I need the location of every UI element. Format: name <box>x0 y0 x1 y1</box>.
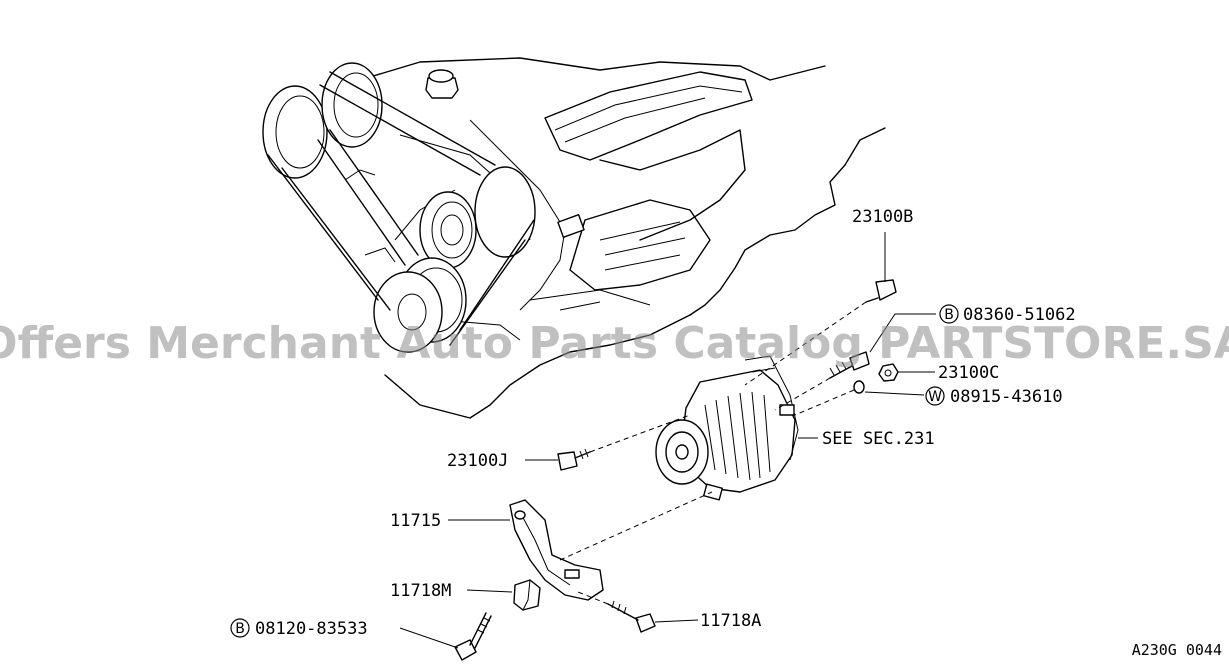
callout-prefix: B <box>944 307 954 323</box>
callout-08120-83533[interactable]: B 08120-83533 <box>230 618 368 639</box>
assembly-lines <box>559 301 867 605</box>
callout-23100c[interactable]: 23100C <box>938 363 999 383</box>
callout-number: 08915-43610 <box>950 387 1063 407</box>
washer-symbol-icon <box>925 386 945 406</box>
callout-23100b[interactable]: 23100B <box>852 207 913 227</box>
bracket-11715 <box>509 499 604 601</box>
bolt-symbol-icon <box>939 304 959 324</box>
bolt-08360-51062 <box>829 351 870 379</box>
callout-11718m[interactable]: 11718M <box>390 581 451 601</box>
nut-23100c <box>878 363 899 382</box>
bolt-08120-83533 <box>454 612 492 661</box>
spacer-11718m <box>513 579 541 611</box>
bolt-23100j <box>557 448 591 471</box>
alternator <box>655 355 799 501</box>
callout-see-sec-231[interactable]: SEE SEC.231 <box>822 429 935 449</box>
bolt-23100b <box>865 279 897 303</box>
engine-block <box>262 57 886 419</box>
bolt-11718a <box>607 600 656 633</box>
callout-number: 08120-83533 <box>255 619 368 639</box>
diagram-reference-code: A230G 0044 <box>1132 641 1222 659</box>
watermark-text: Offers Merchant Auto Parts Catalog PARTS… <box>0 318 1229 369</box>
callout-number: 08360-51062 <box>963 305 1076 325</box>
callout-prefix: W <box>928 389 942 405</box>
leader-lines <box>399 232 936 649</box>
callout-11715[interactable]: 11715 <box>390 511 441 531</box>
callout-08360-51062[interactable]: B 08360-51062 <box>939 304 1076 325</box>
callout-prefix: B <box>235 621 245 637</box>
bolt-symbol-icon <box>230 618 250 638</box>
callout-23100j[interactable]: 23100J <box>447 451 508 471</box>
callout-11718a[interactable]: 11718A <box>700 611 761 631</box>
washer-08915-43610 <box>853 380 865 394</box>
callout-08915-43610[interactable]: W 08915-43610 <box>925 386 1063 407</box>
